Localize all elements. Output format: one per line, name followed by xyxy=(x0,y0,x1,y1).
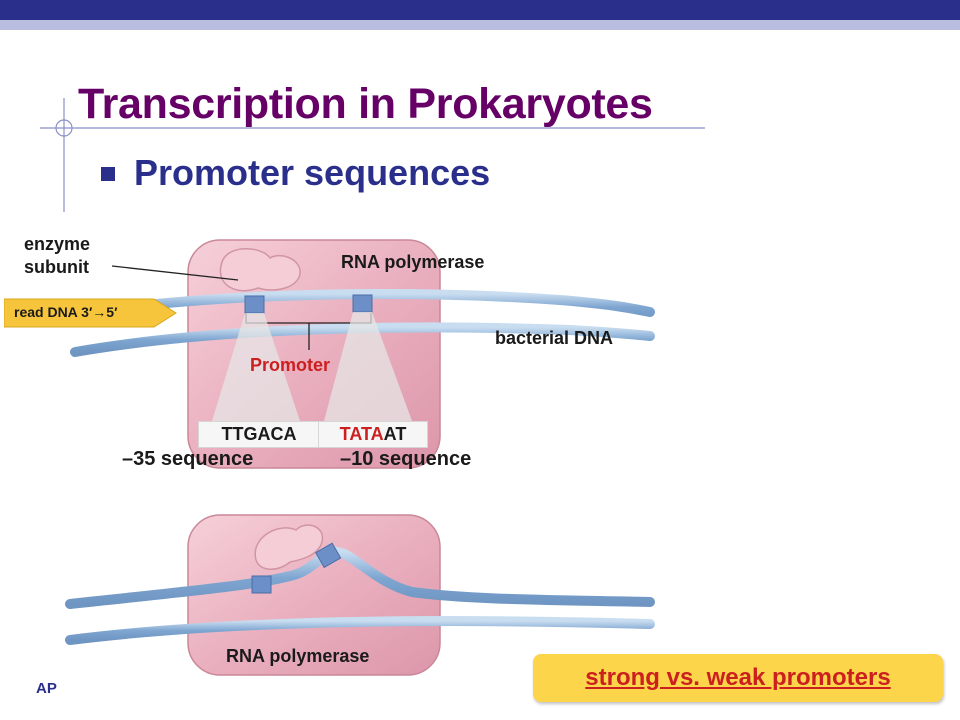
seq10-label: –10 sequence xyxy=(340,448,472,470)
enzyme-pointer-line xyxy=(111,265,239,281)
promoter-box-10 xyxy=(352,294,373,313)
enzyme-label-line1: enzyme xyxy=(24,234,91,254)
seq10-wedge xyxy=(324,312,412,421)
enzyme-subunit-bottom xyxy=(254,524,324,570)
slide-title: Transcription in Prokaryotes xyxy=(78,80,653,128)
rna-polymerase-label-top: RNA polymerase xyxy=(341,252,485,272)
read-direction-arrow-icon xyxy=(4,298,177,328)
seq35-box: TTGACA xyxy=(198,421,320,448)
enzyme-label-line2: subunit xyxy=(24,257,89,277)
bacterial-dna-label: bacterial DNA xyxy=(495,328,614,348)
strong-weak-promoters-callout[interactable]: strong vs. weak promoters xyxy=(533,654,943,702)
seq10-box: TATAAT xyxy=(318,421,428,448)
dna-strand-top-2 xyxy=(70,322,655,357)
rna-polymerase-label-bottom: RNA polymerase xyxy=(226,646,370,666)
bullet-square-icon xyxy=(101,167,115,181)
promoter-box-bottom-2 xyxy=(315,542,342,569)
promoter-box-35 xyxy=(244,295,265,314)
promoter-box-bottom-1 xyxy=(251,575,272,594)
footer-ap: AP xyxy=(36,680,57,697)
enzyme-subunit-label: enzyme subunit xyxy=(24,233,90,279)
top-bar-shadow xyxy=(0,20,960,30)
dna-strand-bottom-2 xyxy=(65,616,655,645)
promoter-label: Promoter xyxy=(250,355,331,375)
read-direction-label: read DNA 3′→5′ xyxy=(14,304,118,320)
seq35-wedge xyxy=(212,313,300,421)
seq10-rest-part: AT xyxy=(383,424,407,444)
enzyme-subunit-top xyxy=(219,248,301,292)
seq35-label: –35 sequence xyxy=(122,448,254,470)
seq10-red-part: TATA xyxy=(339,424,384,444)
title-decoration xyxy=(40,98,705,212)
bullet-text: Promoter sequences xyxy=(134,152,491,193)
top-bar xyxy=(0,0,960,20)
